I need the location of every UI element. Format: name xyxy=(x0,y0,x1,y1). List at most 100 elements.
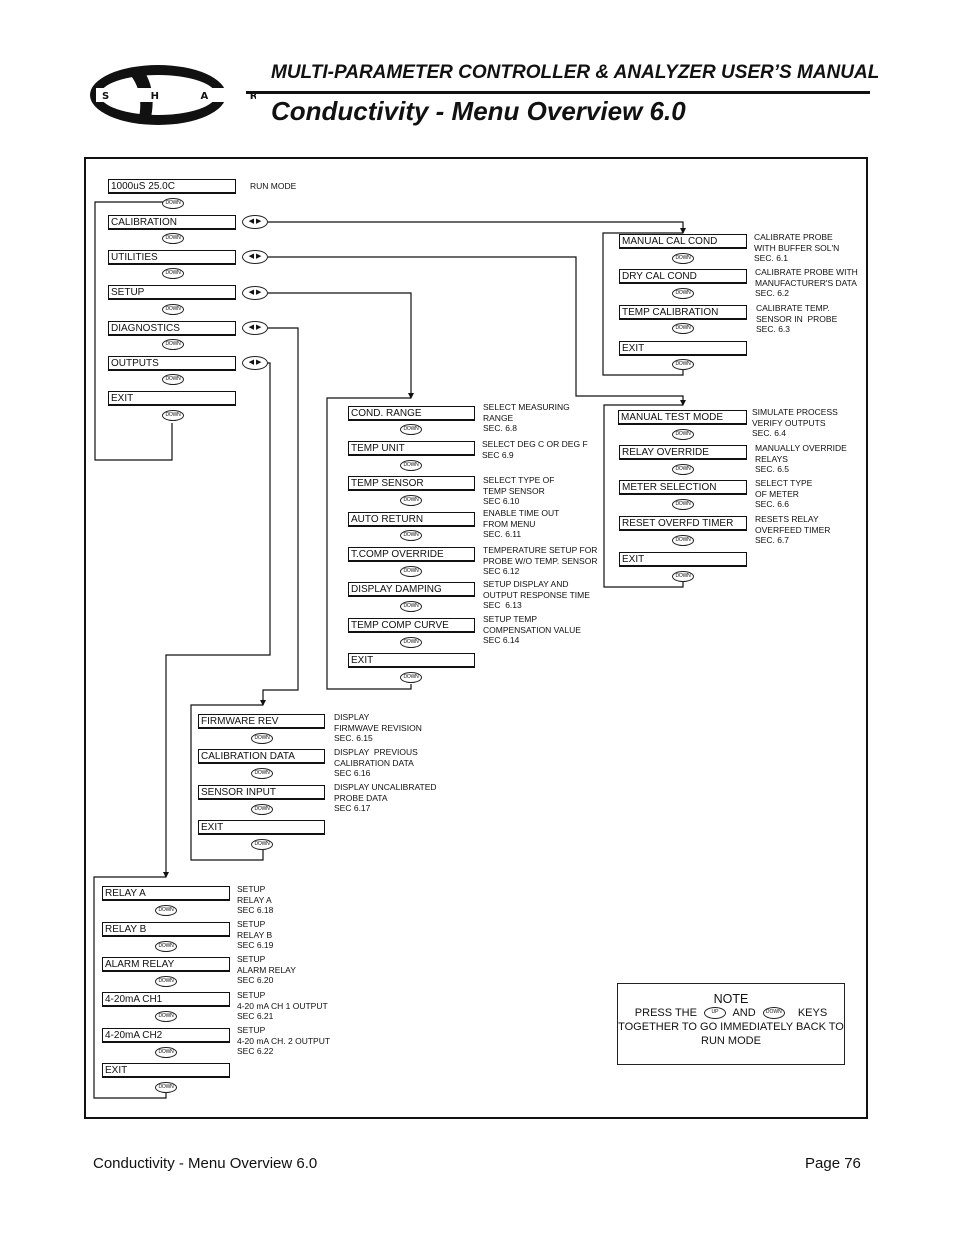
cal-item-temp-calibration[interactable]: TEMP CALIBRATION xyxy=(619,305,747,320)
setup-item-auto-return[interactable]: AUTO RETURN xyxy=(348,512,475,527)
down-key-icon: DOWN xyxy=(162,304,184,315)
menu-item-setup[interactable]: SETUP xyxy=(108,285,236,300)
setup-item-temp-unit[interactable]: TEMP UNIT xyxy=(348,441,475,456)
util-item-reset-overfd-timer[interactable]: RESET OVERFD TIMER xyxy=(619,516,747,531)
down-key-icon: DOWN xyxy=(400,672,422,683)
down-key-icon: DOWN xyxy=(672,288,694,299)
down-key-icon: DOWN xyxy=(251,839,273,850)
manual-title: MULTI-PARAMETER CONTROLLER & ANALYZER US… xyxy=(271,62,880,83)
out-desc-4: SETUP 4-20 mA CH 1 OUTPUT SEC 6.21 xyxy=(237,990,328,1021)
down-key-icon: DOWN xyxy=(251,733,273,744)
note-line-2: TOGETHER TO GO IMMEDIATELY BACK TO xyxy=(618,1021,844,1033)
header-rule xyxy=(246,91,870,94)
cal-desc-2: CALIBRATE PROBE WITH MANUFACTURER'S DATA… xyxy=(755,267,858,298)
note-and: AND xyxy=(732,1007,756,1019)
menu-item-exit[interactable]: EXIT xyxy=(108,391,236,406)
setup-desc-1: SELECT MEASURING RANGE SEC. 6.8 xyxy=(483,402,570,433)
out-item-alarm-relay[interactable]: ALARM RELAY xyxy=(102,957,230,972)
down-key-icon: DOWN xyxy=(162,268,184,279)
setup-item-tcomp-override[interactable]: T.COMP OVERRIDE xyxy=(348,547,475,562)
setup-desc-6: SETUP DISPLAY AND OUTPUT RESPONSE TIME S… xyxy=(483,579,590,610)
setup-item-temp-sensor[interactable]: TEMP SENSOR xyxy=(348,476,475,491)
cal-desc-1: CALIBRATE PROBE WITH BUFFER SOL'N SEC. 6… xyxy=(754,232,840,263)
cal-item-exit[interactable]: EXIT xyxy=(619,341,747,356)
cal-item-dry-cal-cond[interactable]: DRY CAL COND xyxy=(619,269,747,284)
down-key-icon: DOWN xyxy=(400,424,422,435)
util-desc-2: MANUALLY OVERRIDE RELAYS SEC. 6.5 xyxy=(755,443,847,474)
down-key-icon: DOWN xyxy=(162,198,184,209)
down-key-icon: DOWN xyxy=(155,976,177,987)
setup-item-display-damping[interactable]: DISPLAY DAMPING xyxy=(348,582,475,597)
out-item-4-20ma-ch1[interactable]: 4-20mA CH1 xyxy=(102,992,230,1007)
setup-item-cond-range[interactable]: COND. RANGE xyxy=(348,406,475,421)
menu-item-calibration[interactable]: CALIBRATION xyxy=(108,215,236,230)
diag-item-sensor-input[interactable]: SENSOR INPUT xyxy=(198,785,325,800)
left-right-arrows-icon: ◀ ▶ xyxy=(242,286,268,300)
logo-text: S H A R K xyxy=(102,91,256,102)
down-key-icon: DOWN xyxy=(762,1007,785,1020)
cal-item-manual-cal-cond[interactable]: MANUAL CAL COND xyxy=(619,234,747,249)
diagram-frame xyxy=(84,157,868,1119)
down-key-icon: DOWN xyxy=(672,253,694,264)
down-key-icon: DOWN xyxy=(400,601,422,612)
util-desc-4: RESETS RELAY OVERFEED TIMER SEC. 6.7 xyxy=(755,514,831,545)
note-title: NOTE xyxy=(713,992,749,1006)
out-item-relay-b[interactable]: RELAY B xyxy=(102,922,230,937)
diag-desc-1: DISPLAY FIRMWAVE REVISION SEC. 6.15 xyxy=(334,712,422,743)
menu-item-diagnostics[interactable]: DIAGNOSTICS xyxy=(108,321,236,336)
out-item-relay-a[interactable]: RELAY A xyxy=(102,886,230,901)
out-desc-2: SETUP RELAY B SEC 6.19 xyxy=(237,919,274,950)
down-key-icon: DOWN xyxy=(162,339,184,350)
util-item-manual-test-mode[interactable]: MANUAL TEST MODE xyxy=(618,410,747,425)
menu-item-outputs[interactable]: OUTPUTS xyxy=(108,356,236,371)
down-key-icon: DOWN xyxy=(672,359,694,370)
down-key-icon: DOWN xyxy=(155,1011,177,1022)
diag-desc-3: DISPLAY UNCALIBRATED PROBE DATA SEC 6.17 xyxy=(334,782,437,813)
out-item-exit[interactable]: EXIT xyxy=(102,1063,230,1078)
note-press: PRESS THE xyxy=(634,1007,697,1019)
down-key-icon: DOWN xyxy=(400,637,422,648)
util-item-exit[interactable]: EXIT xyxy=(619,552,747,567)
menu-item-utilities[interactable]: UTILITIES xyxy=(108,250,236,265)
diag-item-firmware-rev[interactable]: FIRMWARE REV xyxy=(198,714,325,729)
down-key-icon: DOWN xyxy=(400,460,422,471)
down-key-icon: DOWN xyxy=(162,233,184,244)
setup-item-exit[interactable]: EXIT xyxy=(348,653,475,668)
left-right-arrows-icon: ◀ ▶ xyxy=(242,250,268,264)
down-key-icon: DOWN xyxy=(400,495,422,506)
util-desc-1: SIMULATE PROCESS VERIFY OUTPUTS SEC. 6.4 xyxy=(752,407,838,438)
down-key-icon: DOWN xyxy=(155,1047,177,1058)
setup-desc-3: SELECT TYPE OF TEMP SENSOR SEC 6.10 xyxy=(483,475,555,506)
util-item-relay-override[interactable]: RELAY OVERRIDE xyxy=(619,445,747,460)
footer-title: Conductivity - Menu Overview 6.0 xyxy=(93,1155,318,1172)
shark-logo: S H A R K xyxy=(90,65,256,125)
note-box: NOTE PRESS THE UP AND DOWN KEYS TOGETHER… xyxy=(617,983,845,1065)
down-key-icon: DOWN xyxy=(400,566,422,577)
util-desc-3: SELECT TYPE OF METER SEC. 6.6 xyxy=(755,478,813,509)
page-number: Page 76 xyxy=(805,1155,861,1172)
down-key-icon: DOWN xyxy=(672,323,694,334)
down-key-icon: DOWN xyxy=(672,499,694,510)
out-item-4-20ma-ch2[interactable]: 4-20mA CH2 xyxy=(102,1028,230,1043)
setup-desc-2: SELECT DEG C OR DEG F SEC 6.9 xyxy=(482,439,588,460)
left-right-arrows-icon: ◀ ▶ xyxy=(242,215,268,229)
down-key-icon: DOWN xyxy=(672,429,694,440)
diag-item-calibration-data[interactable]: CALIBRATION DATA xyxy=(198,749,325,764)
down-key-icon: DOWN xyxy=(251,768,273,779)
diag-desc-2: DISPLAY PREVIOUS CALIBRATION DATA SEC 6.… xyxy=(334,747,418,778)
run-mode-display: 1000uS 25.0C xyxy=(108,179,236,194)
down-key-icon: DOWN xyxy=(251,804,273,815)
setup-desc-5: TEMPERATURE SETUP FOR PROBE W/O TEMP. SE… xyxy=(483,545,598,576)
down-key-icon: DOWN xyxy=(155,905,177,916)
left-right-arrows-icon: ◀ ▶ xyxy=(242,356,268,370)
util-item-meter-selection[interactable]: METER SELECTION xyxy=(619,480,747,495)
out-desc-1: SETUP RELAY A SEC 6.18 xyxy=(237,884,274,915)
down-key-icon: DOWN xyxy=(672,535,694,546)
down-key-icon: DOWN xyxy=(155,941,177,952)
diag-item-exit[interactable]: EXIT xyxy=(198,820,325,835)
setup-desc-4: ENABLE TIME OUT FROM MENU SEC. 6.11 xyxy=(483,508,560,539)
setup-item-temp-comp-curve[interactable]: TEMP COMP CURVE xyxy=(348,618,475,633)
note-line-3: RUN MODE xyxy=(701,1035,761,1047)
down-key-icon: DOWN xyxy=(672,464,694,475)
